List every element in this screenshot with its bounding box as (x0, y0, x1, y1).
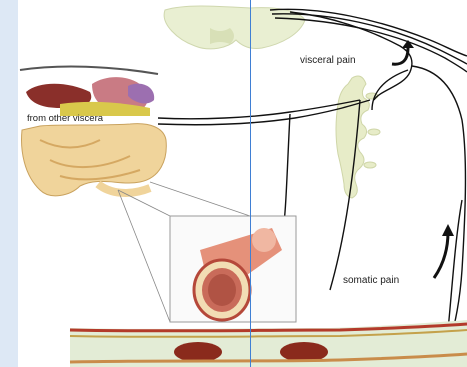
ganglion-chain (336, 76, 380, 198)
visceral-pain-label: visceral pain (300, 55, 356, 66)
diaphragm-line (20, 67, 158, 74)
gut-wall-inset (170, 216, 296, 322)
somatic-pain-label: somatic pain (343, 275, 399, 286)
abdominal-wall (70, 320, 467, 367)
spinal-cord (164, 6, 305, 49)
abdominal-viscera (22, 77, 167, 196)
somatic-pain-arrow (434, 224, 454, 278)
guide-line (250, 0, 251, 367)
from-other-viscera-label: from other viscera (27, 113, 103, 124)
